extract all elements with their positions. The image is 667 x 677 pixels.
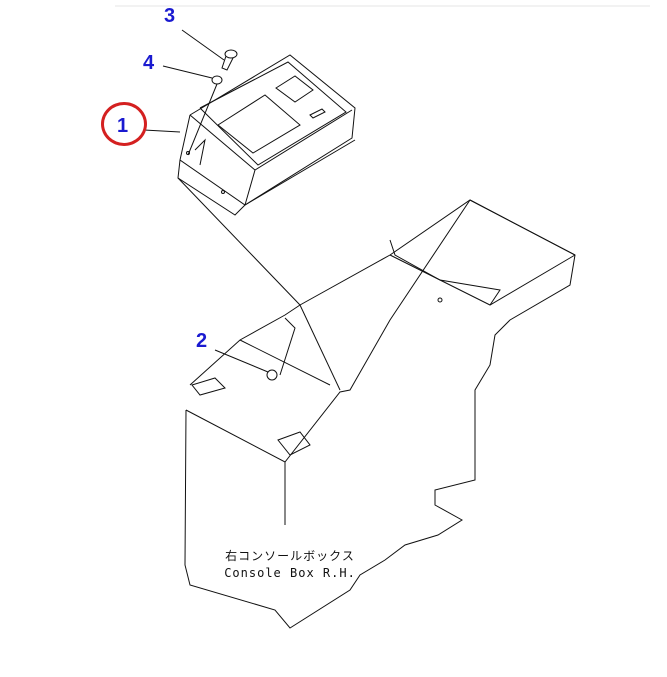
washer-drawing — [211, 75, 223, 85]
callout-3[interactable]: 3 — [164, 5, 176, 27]
caption-english: Console Box R.H. — [224, 566, 356, 580]
callout-4[interactable]: 4 — [143, 52, 155, 74]
callout-2[interactable]: 2 — [196, 330, 208, 352]
caption-japanese: 右コンソールボックス — [225, 549, 355, 563]
screw-drawing — [221, 49, 238, 71]
highlight-circle — [101, 102, 147, 146]
callout-1[interactable]: 1 — [117, 115, 129, 137]
console-box-drawing — [184, 199, 576, 629]
monitor-unit-drawing — [177, 54, 356, 216]
